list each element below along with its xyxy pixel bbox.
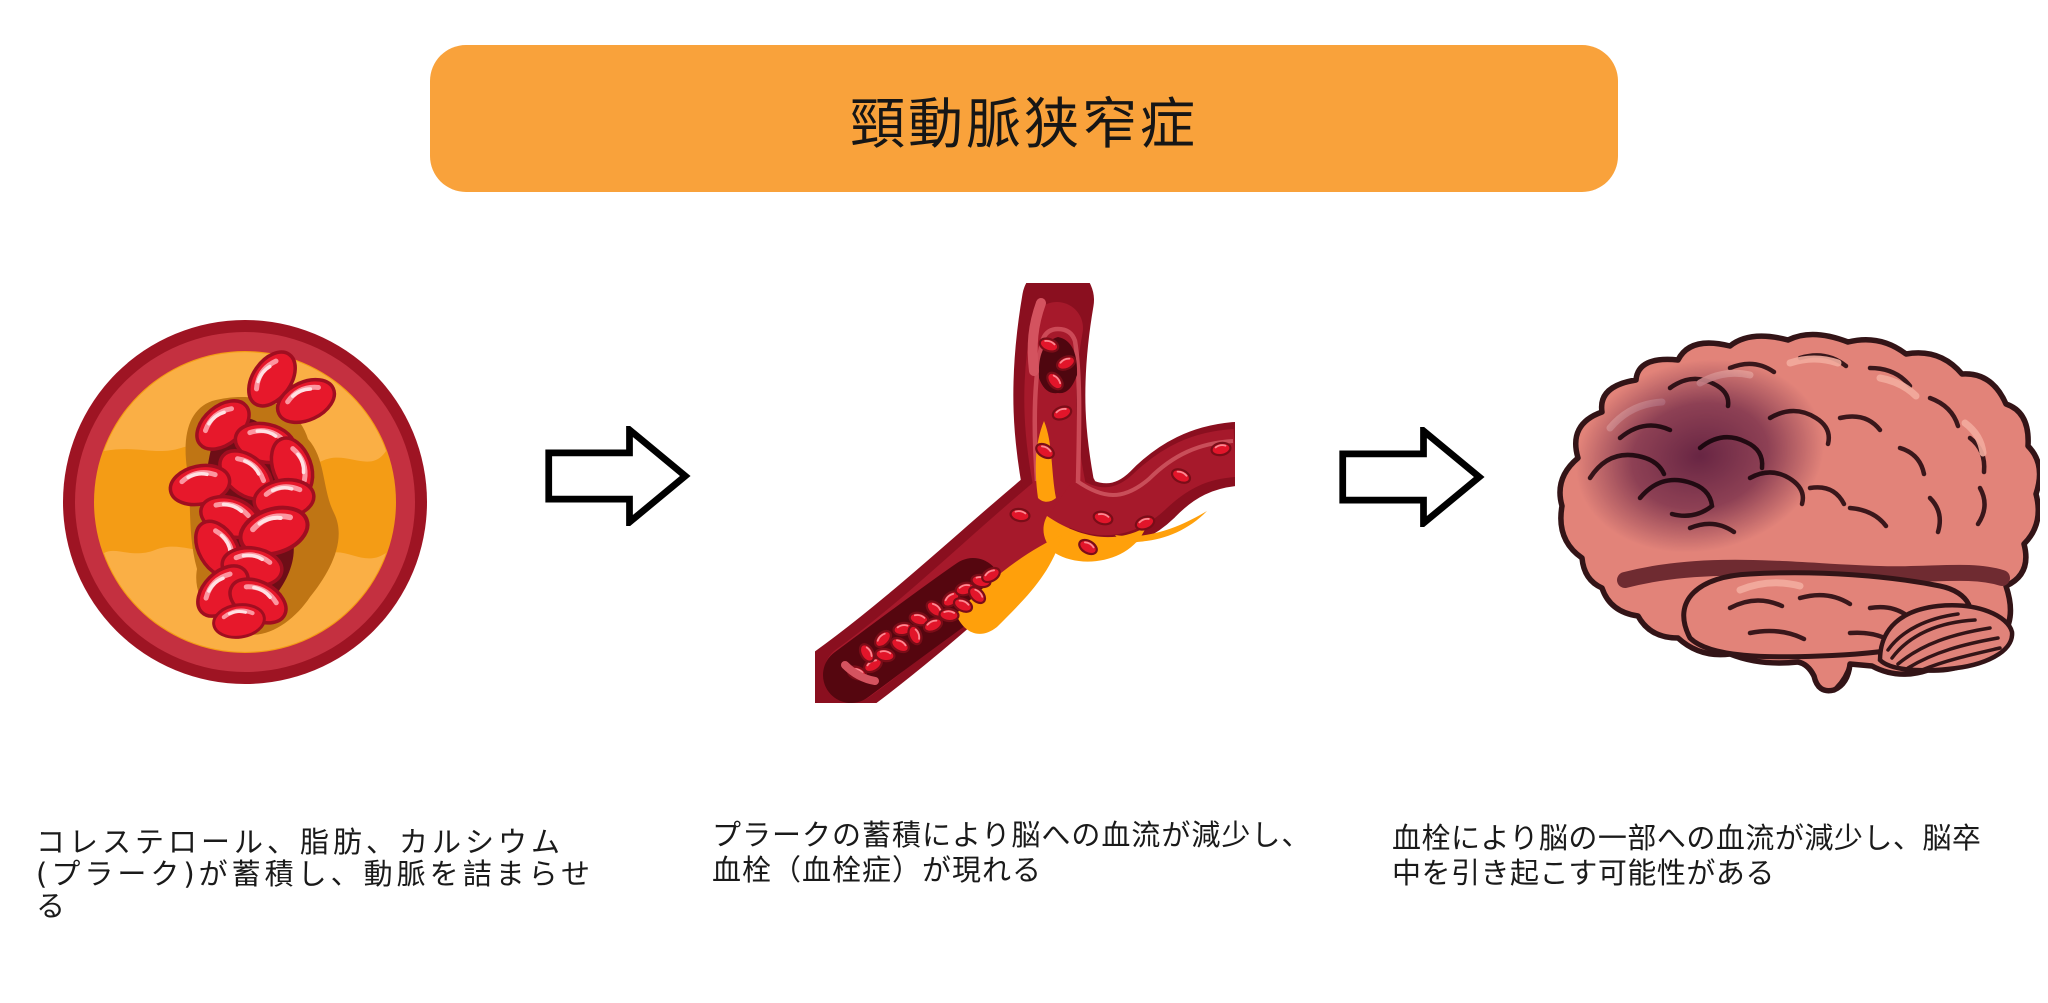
carotid-bifurcation-illustration: [815, 283, 1235, 703]
title-banner: 頸動脈狭窄症: [430, 45, 1618, 192]
stage-2-caption: プラークの蓄積により脳への血流が減少し、 血栓（血栓症）が現れる: [712, 818, 1312, 887]
stage-3-caption: 血栓により脳の一部への血流が減少し、脳卒 中を引き起こす可能性がある: [1392, 821, 1982, 890]
brainstem-line: [1834, 663, 1852, 690]
ischemic-purple-region: [1576, 359, 1824, 553]
plaque-deposits: [956, 421, 1207, 634]
stage-1-caption: コレステロール、脂肪、カルシウム (プラーク)が蓄積し、動脈を詰まらせ る: [36, 825, 595, 923]
clogged-artery-cross-section-illustration: [63, 320, 427, 684]
right-arrow-icon: [545, 426, 691, 526]
cerebellum-stripes: [1886, 612, 2002, 672]
wall-highlights: [841, 298, 1046, 685]
lumen-rim-highlight-right-branch: [1075, 439, 1234, 497]
page-title: 頸動脈狭窄症: [849, 91, 1198, 156]
right-arrow-icon: [1339, 427, 1485, 527]
lumen-rim-highlight-top-branch: [1032, 326, 1082, 484]
brain-ischemia-illustration: [1557, 331, 2040, 694]
